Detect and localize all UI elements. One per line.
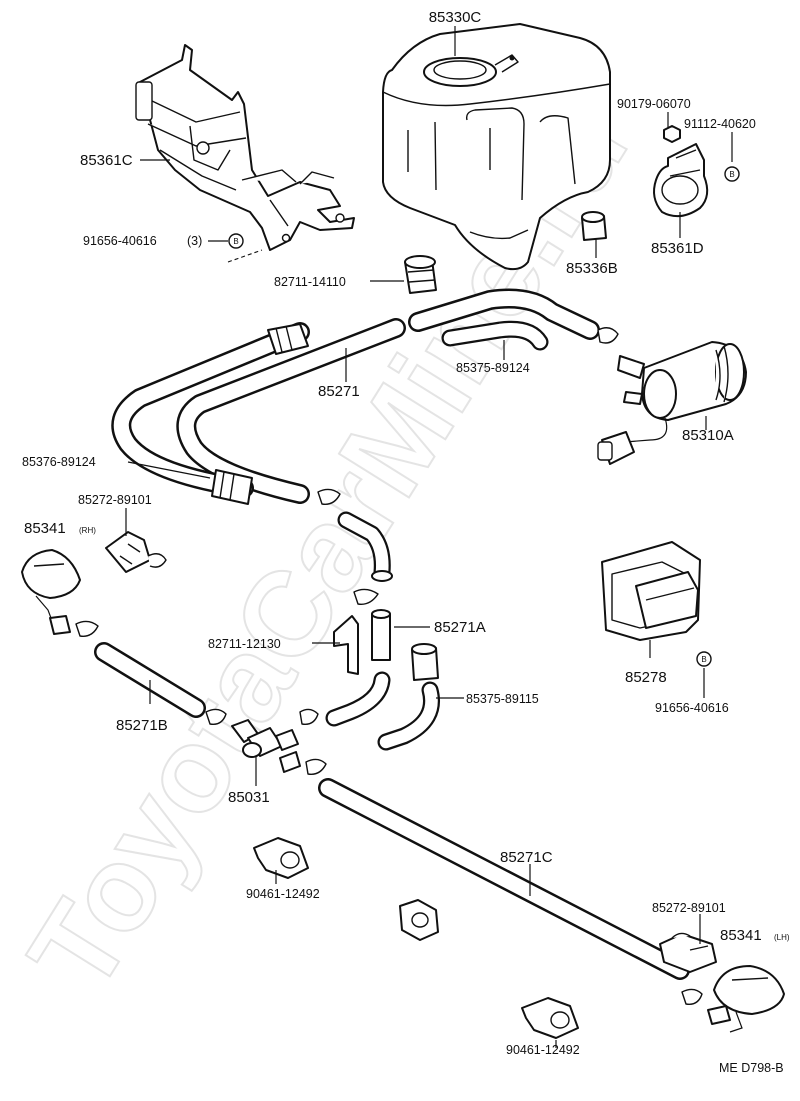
label-hose-b: 85271B bbox=[116, 717, 168, 734]
hose-clips-upper bbox=[75, 327, 703, 1005]
nozzle-rh bbox=[21, 549, 81, 635]
label-hose-upper-bent: 85375-89124 bbox=[456, 361, 530, 375]
clip-middle bbox=[399, 899, 439, 941]
clip-a bbox=[253, 837, 309, 879]
washer-motor-pump bbox=[597, 341, 747, 465]
leader-lines bbox=[125, 26, 733, 1048]
callout-b-3: B bbox=[701, 655, 706, 664]
pump-grommet bbox=[581, 211, 607, 241]
pump-bracket bbox=[653, 125, 709, 218]
label-hose-a: 85271A bbox=[434, 619, 486, 636]
nozzle-lh bbox=[707, 965, 785, 1033]
label-clip-a: 90461-12492 bbox=[246, 887, 320, 901]
callout-b-2: B bbox=[729, 170, 734, 179]
label-nozzle-lh: 85341 bbox=[720, 927, 762, 944]
label-clamp-rh: 85272-89101 bbox=[78, 493, 152, 507]
label-reservoir-bracket: 85361C bbox=[80, 152, 133, 169]
label-grommet: 82711-14110 bbox=[274, 275, 346, 289]
hose-upper-bent bbox=[408, 288, 600, 351]
label-nozzle-rh: 85341 bbox=[24, 520, 66, 537]
label-bracket-bolt-qty: (3) bbox=[187, 234, 202, 248]
label-pump-bracket: 85361D bbox=[651, 240, 704, 257]
label-nut: 90179-06070 bbox=[617, 97, 691, 111]
hose-joint bbox=[231, 719, 301, 773]
hose-elbow-fitting bbox=[337, 511, 393, 582]
grommet-lower bbox=[333, 615, 359, 675]
label-joint: 85031 bbox=[228, 789, 270, 806]
label-bracket-bolt: 91656-40616 bbox=[83, 234, 157, 248]
part-labels: 85330C 85361C 91656-40616 (3) 82711-1411… bbox=[22, 9, 790, 1075]
label-clip-b: 90461-12492 bbox=[506, 1043, 580, 1057]
label-motor-pump: 85310A bbox=[682, 427, 734, 444]
label-nozzle-lh-side: (LH) bbox=[774, 933, 790, 942]
label-relay: 85278 bbox=[625, 669, 667, 686]
label-reservoir: 85330C bbox=[429, 9, 482, 26]
label-relay-bolt: 91656-40616 bbox=[655, 701, 729, 715]
label-grommet-lower: 82711-12130 bbox=[208, 637, 281, 651]
clamp-rh bbox=[105, 531, 167, 573]
label-clamp-lh: 85272-89101 bbox=[652, 901, 726, 915]
hose-a bbox=[371, 609, 391, 661]
hose-lower-bent bbox=[325, 643, 440, 751]
callout-markers: B B B bbox=[228, 166, 740, 667]
hose-main bbox=[111, 318, 406, 505]
label-bolt-upper: 91112-40620 bbox=[684, 117, 756, 131]
clip-b bbox=[521, 997, 579, 1039]
hose-c bbox=[318, 778, 690, 980]
washer-reservoir bbox=[382, 23, 611, 271]
grommet-upper bbox=[404, 255, 437, 294]
clamp-lh bbox=[659, 932, 717, 973]
label-nozzle-rh-side: (RH) bbox=[79, 526, 96, 535]
label-hose-lower-bent: 85375-89115 bbox=[466, 692, 539, 706]
callout-b-1: B bbox=[233, 237, 238, 246]
label-hose-c: 85271C bbox=[500, 849, 553, 866]
washer-relay bbox=[601, 541, 701, 641]
diagram-code: ME D798-B bbox=[719, 1061, 784, 1075]
reservoir-bracket bbox=[135, 44, 355, 251]
label-pump-grommet: 85336B bbox=[566, 260, 618, 277]
label-hose-long-bent: 85376-89124 bbox=[22, 455, 96, 469]
label-hose-main: 85271 bbox=[318, 383, 360, 400]
